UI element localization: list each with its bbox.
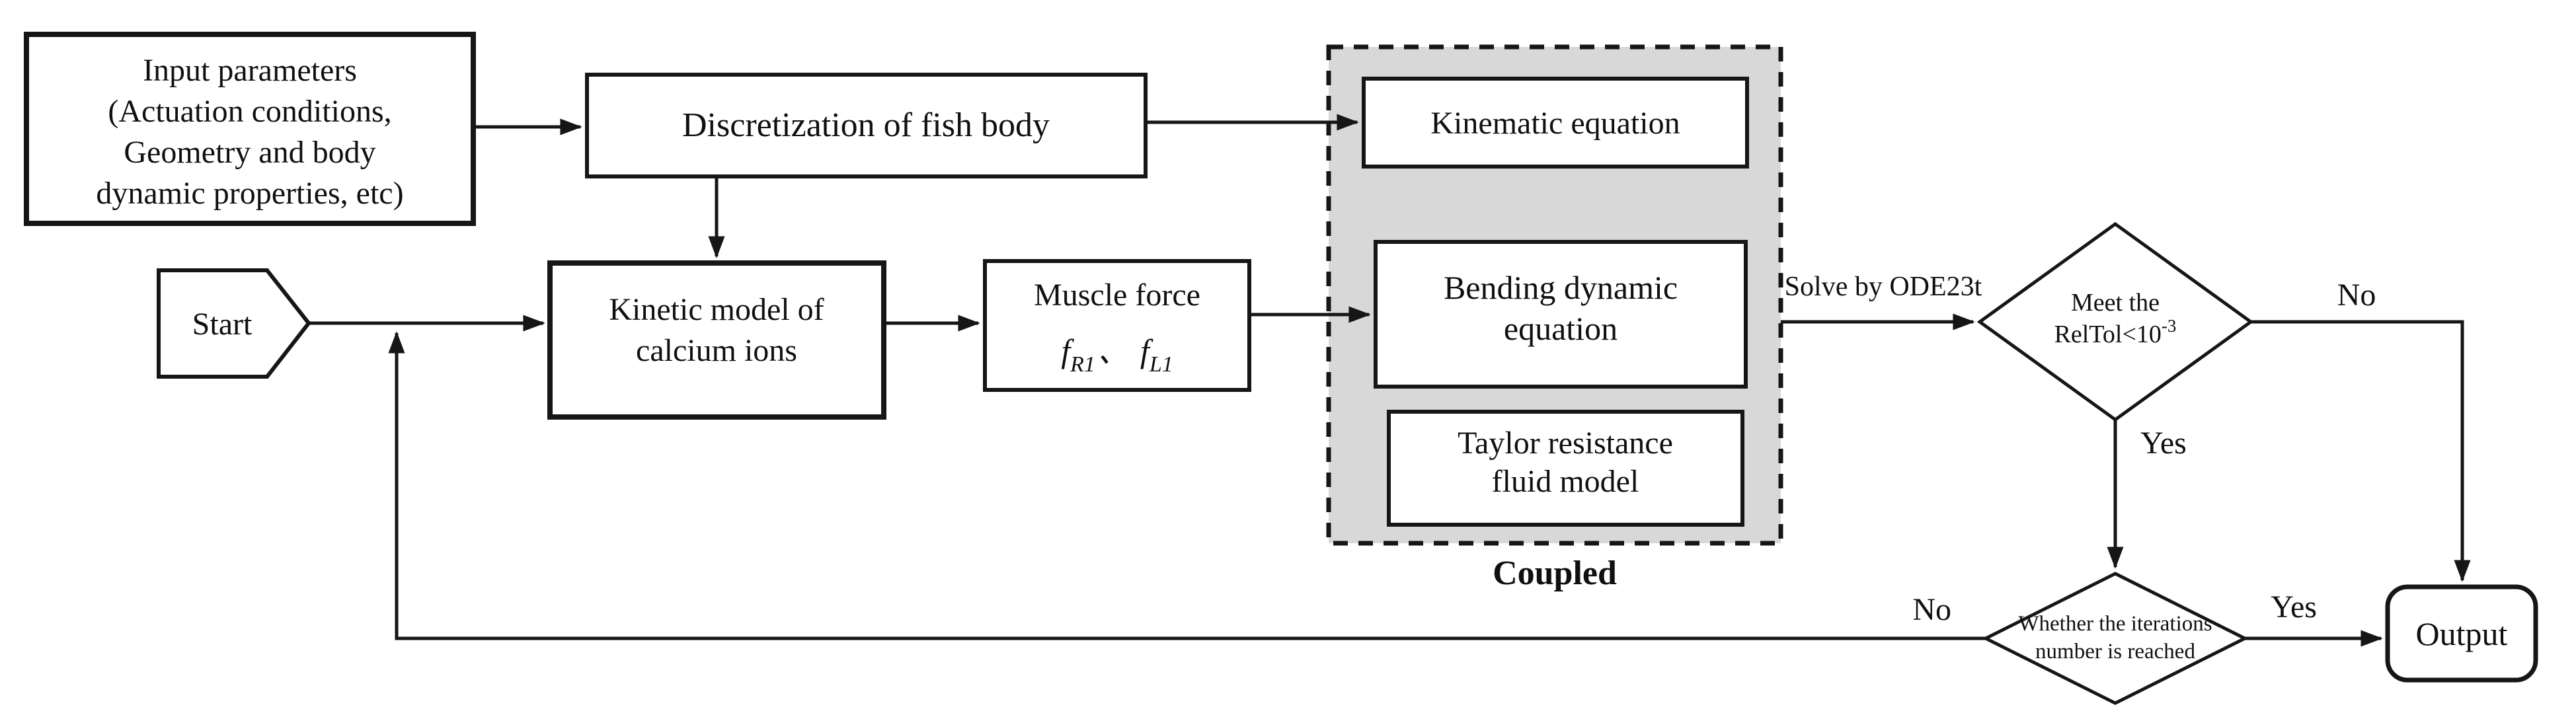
reltol-line2-base: RelTol<10 <box>2054 321 2162 348</box>
bending-equation-line1: Bending dynamic <box>1444 269 1678 306</box>
start-label: Start <box>192 307 253 342</box>
discretization-label: Discretization of fish body <box>682 106 1050 144</box>
node-kinetic-model: Kinetic model of calcium ions <box>547 260 886 420</box>
reltol-diamond <box>1976 221 2254 422</box>
muscle-force-box <box>983 259 1251 392</box>
reltol-yes-label: Yes <box>2140 426 2187 461</box>
node-input-parameters: Input parameters (Actuation conditions, … <box>24 32 476 226</box>
bending-equation-line2: equation <box>1504 310 1618 347</box>
node-decision-iterations: Whether the iterations number is reached <box>1982 572 2249 705</box>
iterations-line1: Whether the iterations <box>2018 612 2212 636</box>
muscle-force-symbol-left-sub: R1 <box>1070 352 1095 377</box>
iterations-yes-label: Yes <box>2271 589 2317 625</box>
kinetic-model-line2: calcium ions <box>636 333 797 368</box>
coupled-group-label: Coupled <box>1493 554 1617 592</box>
taylor-model-line2: fluid model <box>1492 464 1639 499</box>
taylor-model-box <box>1387 410 1744 527</box>
iterations-diamond <box>1982 572 2249 705</box>
kinematic-equation-box <box>1362 77 1749 169</box>
path-iterations-no-feedback <box>388 331 1986 640</box>
output-label: Output <box>2416 615 2508 652</box>
input-parameters-line3: Geometry and body <box>124 135 375 170</box>
kinetic-model-box <box>547 260 886 420</box>
reltol-line2-exponent: -3 <box>2162 316 2177 336</box>
solve-by-ode23t-label: Solve by ODE23t <box>1785 272 1982 302</box>
taylor-model-line1: Taylor resistance <box>1458 426 1673 461</box>
node-decision-reltol: Meet the RelTol<10-3 <box>1976 221 2254 422</box>
discretization-box <box>585 73 1148 178</box>
reltol-line2: RelTol<10-3 <box>2054 316 2177 348</box>
input-parameters-line1: Input parameters <box>143 53 357 88</box>
node-muscle-force: Muscle force fR1、fL1 <box>983 259 1251 392</box>
path-reltol-no-to-output <box>2251 320 2471 582</box>
input-parameters-box <box>24 32 476 226</box>
output-box <box>2385 584 2538 683</box>
bending-equation-box <box>1374 240 1748 389</box>
muscle-force-symbol-right-sub: L1 <box>1149 352 1173 377</box>
muscle-force-separator: 、 <box>1098 335 1128 369</box>
muscle-force-title: Muscle force <box>1034 278 1200 313</box>
node-kinematic-equation: Kinematic equation <box>1362 77 1749 169</box>
node-discretization: Discretization of fish body <box>585 73 1148 178</box>
node-start: Start <box>157 268 311 379</box>
node-bending-equation: Bending dynamic equation <box>1374 240 1748 389</box>
start-shape <box>157 268 311 379</box>
iterations-line2: number is reached <box>2035 640 2195 664</box>
input-parameters-line2: (Actuation conditions, <box>108 94 391 129</box>
node-output: Output <box>2385 584 2538 683</box>
kinetic-model-line1: Kinetic model of <box>609 292 824 327</box>
reltol-no-label: No <box>2337 278 2376 313</box>
node-taylor-model: Taylor resistance fluid model <box>1387 410 1744 527</box>
reltol-line1: Meet the <box>2071 289 2160 317</box>
kinematic-equation-label: Kinematic equation <box>1430 106 1680 141</box>
input-parameters-line4: dynamic properties, etc) <box>96 176 403 211</box>
iterations-no-label: No <box>1912 592 1951 627</box>
